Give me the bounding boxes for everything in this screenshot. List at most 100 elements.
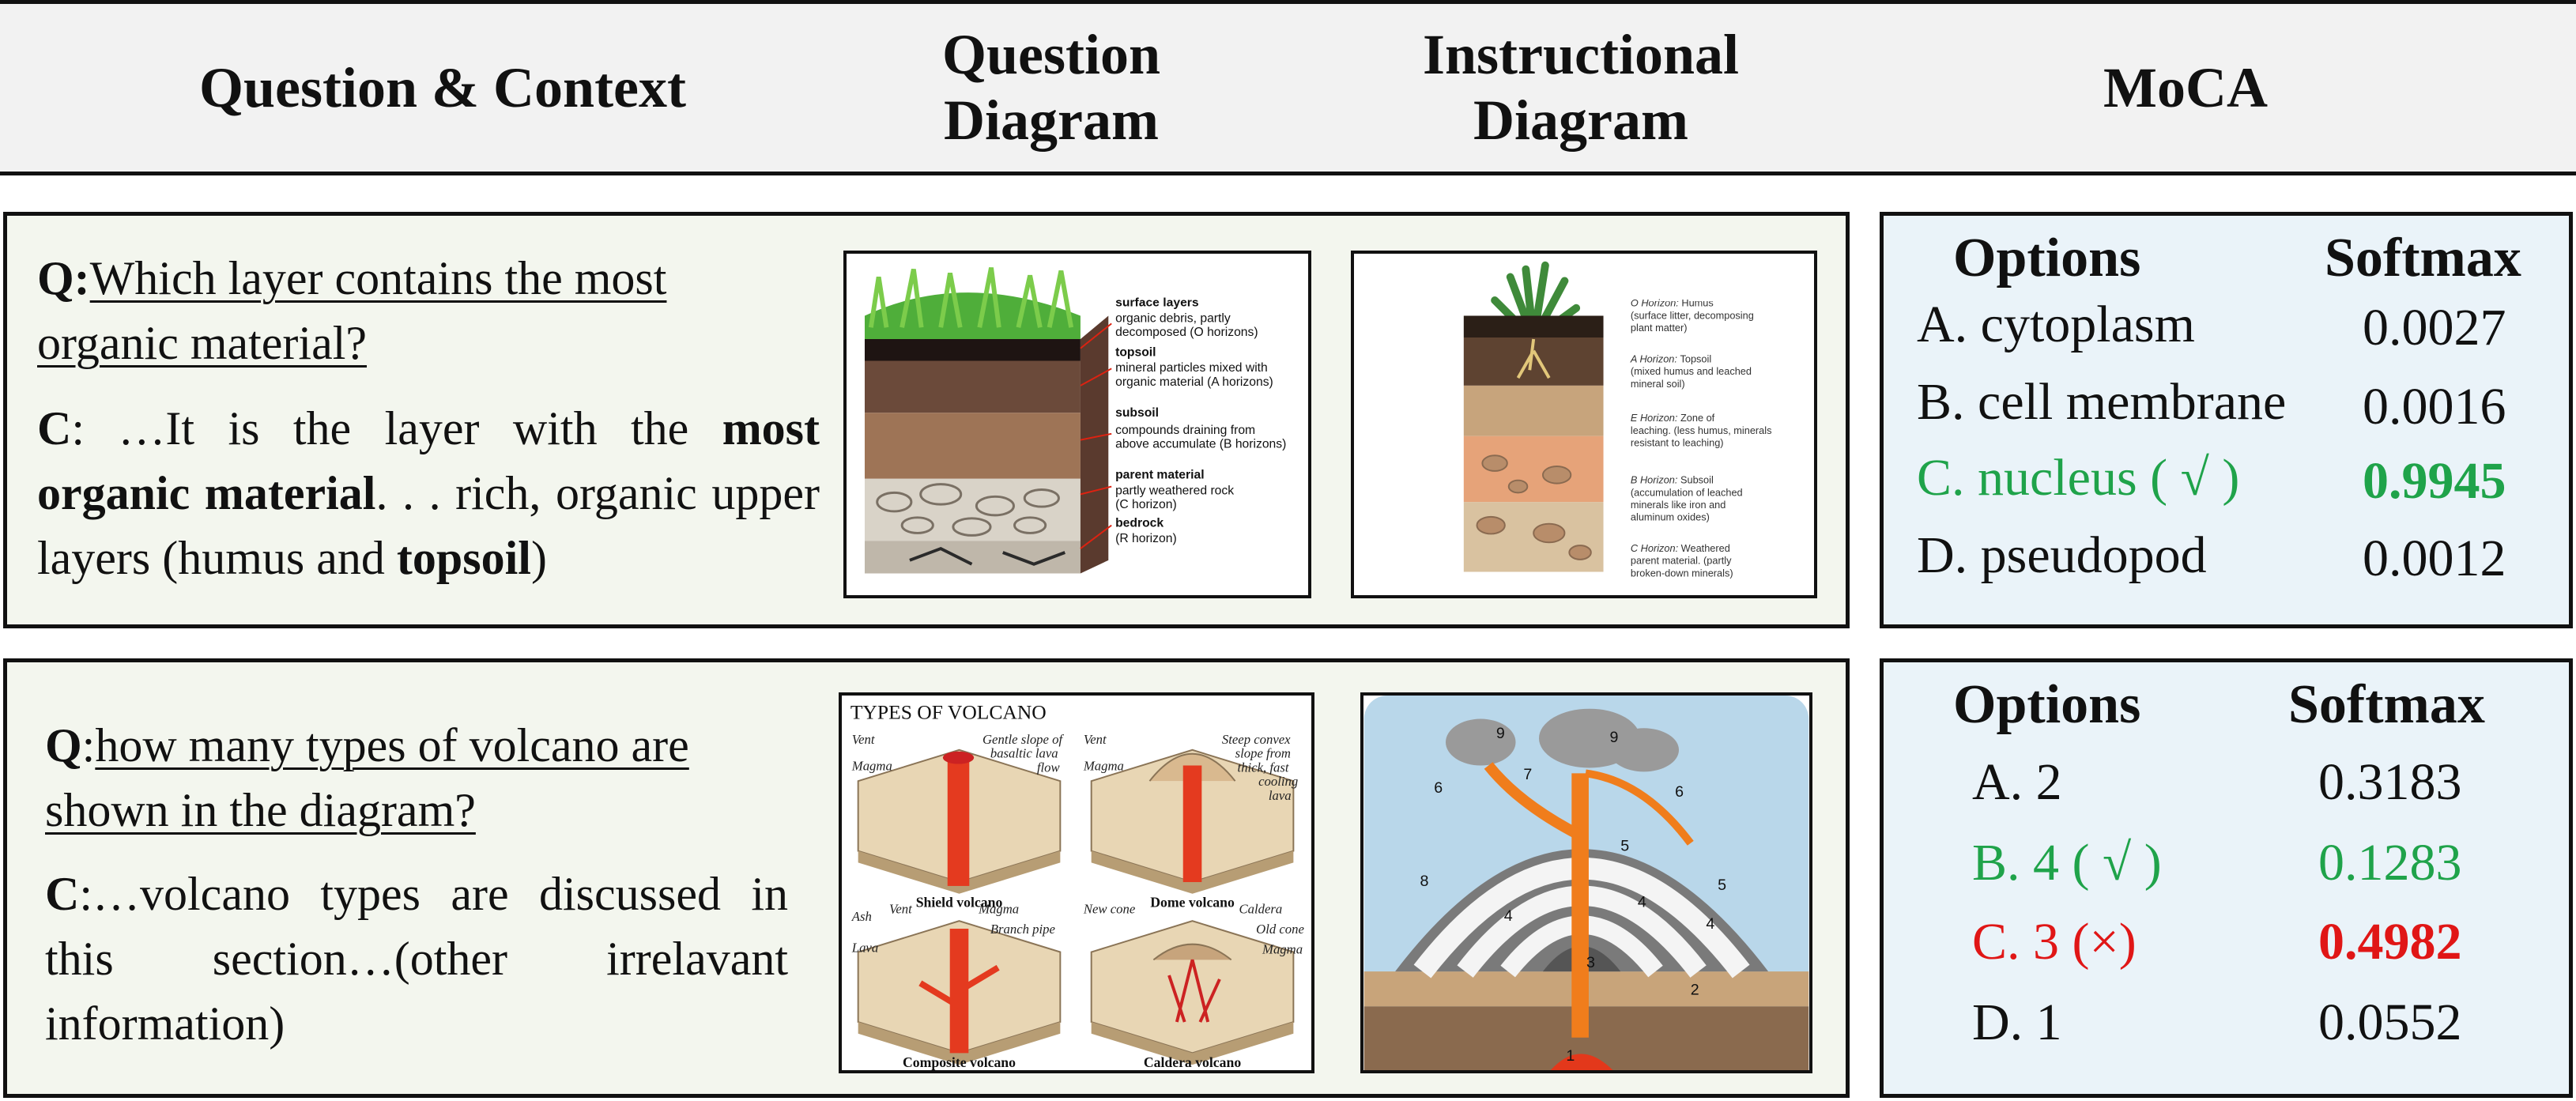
row2-moca-panel: Options Softmax A. 2 0.3183 B. 4 ( √ ) 0… bbox=[1880, 658, 2573, 1098]
svg-text:parent material: parent material bbox=[1115, 469, 1204, 482]
svg-text:Caldera volcano: Caldera volcano bbox=[1144, 1054, 1241, 1070]
svg-text:basaltic lava: basaltic lava bbox=[990, 746, 1058, 761]
svg-text:6: 6 bbox=[1675, 783, 1684, 801]
svg-text:aluminum oxides): aluminum oxides) bbox=[1631, 511, 1710, 523]
volcano-diagram-title: TYPES OF VOLCANO bbox=[850, 701, 1047, 724]
svg-text:Steep convex: Steep convex bbox=[1222, 732, 1291, 747]
row1-softmax-header: Softmax bbox=[2325, 228, 2521, 288]
svg-text:subsoil: subsoil bbox=[1115, 406, 1159, 420]
row1-option-c: C. nucleus ( √ ) bbox=[1917, 449, 2240, 507]
row1-value-d: 0.0012 bbox=[2363, 530, 2506, 587]
svg-text:Dome volcano: Dome volcano bbox=[1150, 894, 1235, 910]
svg-text:4: 4 bbox=[1638, 893, 1646, 911]
svg-text:2: 2 bbox=[1691, 982, 1699, 999]
svg-text:6: 6 bbox=[1434, 779, 1443, 797]
svg-text:above accumulate (B horizons): above accumulate (B horizons) bbox=[1115, 437, 1286, 451]
svg-text:Lava: Lava bbox=[851, 941, 878, 956]
svg-text:leaching. (less humus, mineral: leaching. (less humus, minerals bbox=[1631, 424, 1772, 436]
svg-text:5: 5 bbox=[1718, 877, 1726, 894]
svg-text:parent material. (partly: parent material. (partly bbox=[1631, 555, 1732, 567]
volcano-types-diagram: TYPES OF VOLCANO bbox=[850, 701, 1305, 1070]
row1-value-a: 0.0027 bbox=[2363, 299, 2506, 356]
row1-options-header: Options bbox=[1953, 228, 2141, 288]
header-question-context: Question & Context bbox=[199, 55, 686, 119]
svg-text:8: 8 bbox=[1420, 873, 1429, 890]
row2-value-d: 0.0552 bbox=[2318, 994, 2462, 1051]
svg-text:Magma: Magma bbox=[1262, 941, 1303, 956]
row1-context: C: …It is the layer with the most organi… bbox=[37, 402, 820, 584]
svg-text:(R horizon): (R horizon) bbox=[1115, 532, 1177, 545]
svg-text:Composite volcano: Composite volcano bbox=[903, 1054, 1016, 1070]
svg-text:New cone: New cone bbox=[1083, 901, 1136, 916]
volcano-structure-diagram: 9 9 7 6 6 8 5 5 4 4 4 3 2 1 bbox=[1363, 696, 1809, 1070]
svg-text:1: 1 bbox=[1566, 1047, 1575, 1065]
svg-text:Vent: Vent bbox=[889, 901, 912, 916]
row2-option-a: A. 2 bbox=[1972, 753, 2062, 811]
grass-icon bbox=[864, 267, 1081, 339]
svg-text:decomposed (O horizons): decomposed (O horizons) bbox=[1115, 326, 1258, 339]
svg-text:Magma: Magma bbox=[1083, 758, 1124, 773]
header-moca: MoCA bbox=[2103, 55, 2268, 119]
row2-value-c: 0.4982 bbox=[2318, 913, 2462, 971]
svg-text:mineral particles mixed with: mineral particles mixed with bbox=[1115, 361, 1268, 375]
row2-context: C:…volcano types are discussed in this s… bbox=[45, 868, 788, 1050]
row1-question-text: Which layer contains the most organic ma… bbox=[37, 252, 667, 369]
svg-text:broken-down minerals): broken-down minerals) bbox=[1631, 567, 1733, 579]
svg-text:resistant to leaching): resistant to leaching) bbox=[1631, 436, 1724, 448]
row1-value-b: 0.0016 bbox=[2363, 378, 2506, 435]
row2-value-b: 0.1283 bbox=[2318, 834, 2462, 892]
row2-option-b: B. 4 ( √ ) bbox=[1972, 834, 2162, 892]
row2-instructional-diagram: 9 9 7 6 6 8 5 5 4 4 4 3 2 1 bbox=[1360, 692, 1812, 1073]
row1-moca-panel: Options Softmax A. cytoplasm 0.0027 B. c… bbox=[1880, 212, 2573, 628]
row1-value-c: 0.9945 bbox=[2363, 452, 2506, 510]
row2-options-header: Options bbox=[1953, 674, 2141, 735]
svg-text:compounds draining from: compounds draining from bbox=[1115, 424, 1255, 437]
svg-text:Magma: Magma bbox=[851, 758, 892, 773]
soil-layers-diagram: surface layers organic debris, partly de… bbox=[864, 267, 1286, 574]
svg-text:organic debris, partly: organic debris, partly bbox=[1115, 311, 1231, 325]
svg-text:Vent: Vent bbox=[852, 732, 875, 747]
row2-question-diagram: TYPES OF VOLCANO bbox=[839, 692, 1314, 1073]
svg-text:B Horizon: Subsoil: B Horizon: Subsoil bbox=[1631, 474, 1714, 486]
svg-text:3: 3 bbox=[1586, 954, 1595, 971]
svg-text:Magma: Magma bbox=[978, 901, 1019, 916]
svg-text:(surface litter, decomposing: (surface litter, decomposing bbox=[1631, 309, 1754, 321]
svg-text:Gentle slope of: Gentle slope of bbox=[983, 732, 1064, 747]
composite-volcano-illustration bbox=[857, 920, 1062, 1065]
svg-text:Old cone: Old cone bbox=[1256, 922, 1304, 937]
caldera-volcano-illustration bbox=[1090, 920, 1295, 1065]
svg-text:slope from: slope from bbox=[1235, 746, 1291, 761]
svg-text:mineral soil): mineral soil) bbox=[1631, 378, 1685, 390]
row2-option-c: C. 3 (×) bbox=[1972, 913, 2137, 971]
svg-text:E Horizon: Zone of: E Horizon: Zone of bbox=[1631, 412, 1715, 424]
svg-text:plant matter): plant matter) bbox=[1631, 322, 1688, 334]
svg-text:C Horizon: Weathered: C Horizon: Weathered bbox=[1631, 542, 1730, 554]
row1-instructional-diagram: O Horizon: Humus (surface litter, decomp… bbox=[1351, 251, 1817, 598]
svg-text:surface layers: surface layers bbox=[1115, 296, 1199, 310]
svg-text:minerals like iron and: minerals like iron and bbox=[1631, 499, 1726, 511]
svg-text:flow: flow bbox=[1037, 760, 1061, 775]
soil-horizons-diagram: O Horizon: Humus (surface litter, decomp… bbox=[1463, 261, 1772, 579]
svg-text:O Horizon: Humus: O Horizon: Humus bbox=[1631, 297, 1714, 309]
svg-text:thick, fast: thick, fast bbox=[1238, 760, 1289, 775]
svg-text:5: 5 bbox=[1620, 838, 1629, 855]
plant-icon bbox=[1491, 261, 1581, 343]
svg-text:Ash: Ash bbox=[851, 909, 872, 924]
svg-text:lava: lava bbox=[1269, 788, 1292, 803]
svg-text:cooling: cooling bbox=[1258, 774, 1298, 789]
svg-text:Caldera: Caldera bbox=[1239, 901, 1283, 916]
svg-text:organic material (A horizons): organic material (A horizons) bbox=[1115, 375, 1273, 389]
row1-question-diagram: surface layers organic debris, partly de… bbox=[843, 251, 1311, 598]
svg-text:Branch pipe: Branch pipe bbox=[990, 922, 1056, 937]
row2-value-a: 0.3183 bbox=[2318, 753, 2462, 811]
svg-text:bedrock: bedrock bbox=[1115, 517, 1164, 530]
svg-text:4: 4 bbox=[1706, 915, 1714, 933]
ash-cloud-icon bbox=[1446, 708, 1680, 772]
row1-question-panel: Q:Which layer contains the most organic … bbox=[3, 212, 1850, 628]
svg-text:partly weathered rock: partly weathered rock bbox=[1115, 484, 1234, 497]
row1-option-a: A. cytoplasm bbox=[1917, 296, 2195, 353]
svg-text:(C horizon): (C horizon) bbox=[1115, 498, 1177, 511]
